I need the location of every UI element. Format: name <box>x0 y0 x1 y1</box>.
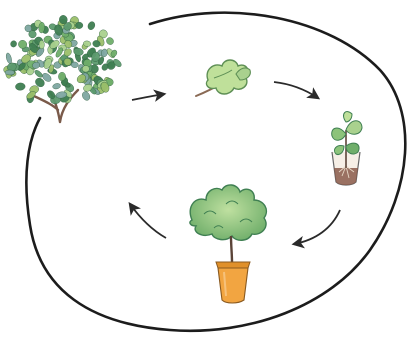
arrow-cutting-to-seedling <box>273 81 321 100</box>
shrub-leaf <box>76 74 86 84</box>
shrub-leaf <box>83 84 93 92</box>
shrub-leaf <box>63 22 72 31</box>
leaf-cutting-icon <box>195 59 251 97</box>
shrub-leaf <box>59 15 68 25</box>
shrub-leaf <box>64 40 73 49</box>
shrub-leaf <box>10 40 17 48</box>
shrub-leaf <box>83 40 92 47</box>
shrub-leaf <box>55 91 68 99</box>
arrow-tree-to-mother <box>128 201 167 239</box>
shrub-leaf <box>58 72 66 81</box>
shrub-leaf <box>82 65 90 73</box>
shrub-leaf <box>26 91 36 99</box>
shrub-leaf <box>47 90 56 99</box>
shrub-leaf <box>82 91 91 101</box>
shrub-leaf <box>4 69 15 76</box>
shrub-leaf <box>101 48 108 58</box>
cycle-arrows <box>128 81 341 249</box>
shrub-leaf <box>92 40 101 48</box>
arrow-mother-to-cutting <box>131 89 167 102</box>
shrub-leaf <box>106 37 114 45</box>
shrub-leaf <box>110 49 118 58</box>
shrub-leaf <box>54 24 63 36</box>
shrub-leaf <box>38 40 45 50</box>
cycle-outline <box>25 11 407 333</box>
shrub-leaf <box>113 58 122 68</box>
shrub-leaf <box>42 73 52 82</box>
arrow-seedling-to-tree <box>291 209 341 249</box>
shrub-leaf <box>81 53 89 60</box>
shrub-leaf <box>32 61 40 69</box>
potted-seedling-icon <box>331 111 363 186</box>
shrub-leaf <box>49 40 60 49</box>
shrub-leaf <box>35 77 45 88</box>
mother-plant-icon <box>3 15 122 124</box>
shrub-leaf <box>73 47 84 56</box>
shrub-leaf <box>48 64 55 74</box>
shrub-leaf <box>5 52 12 64</box>
shrub-leaf <box>101 63 109 71</box>
shrub-leaf <box>63 48 72 57</box>
shrub-leaf <box>24 24 32 33</box>
shrub-leaf <box>91 51 100 62</box>
shrub-leaf <box>18 40 27 49</box>
potted-tree-icon <box>189 184 268 304</box>
shrub-leaf <box>15 82 26 91</box>
shrub-leaf <box>55 47 63 58</box>
shrub-leaf <box>52 83 61 90</box>
shrub-leaf <box>38 22 45 34</box>
shrub-leaf <box>63 57 72 66</box>
shrub-leaf <box>87 21 96 30</box>
shrub-leaf <box>75 21 84 29</box>
shrub-leaf <box>100 81 110 93</box>
shrub-leaf <box>34 70 43 78</box>
shrub-leaf <box>70 61 79 68</box>
